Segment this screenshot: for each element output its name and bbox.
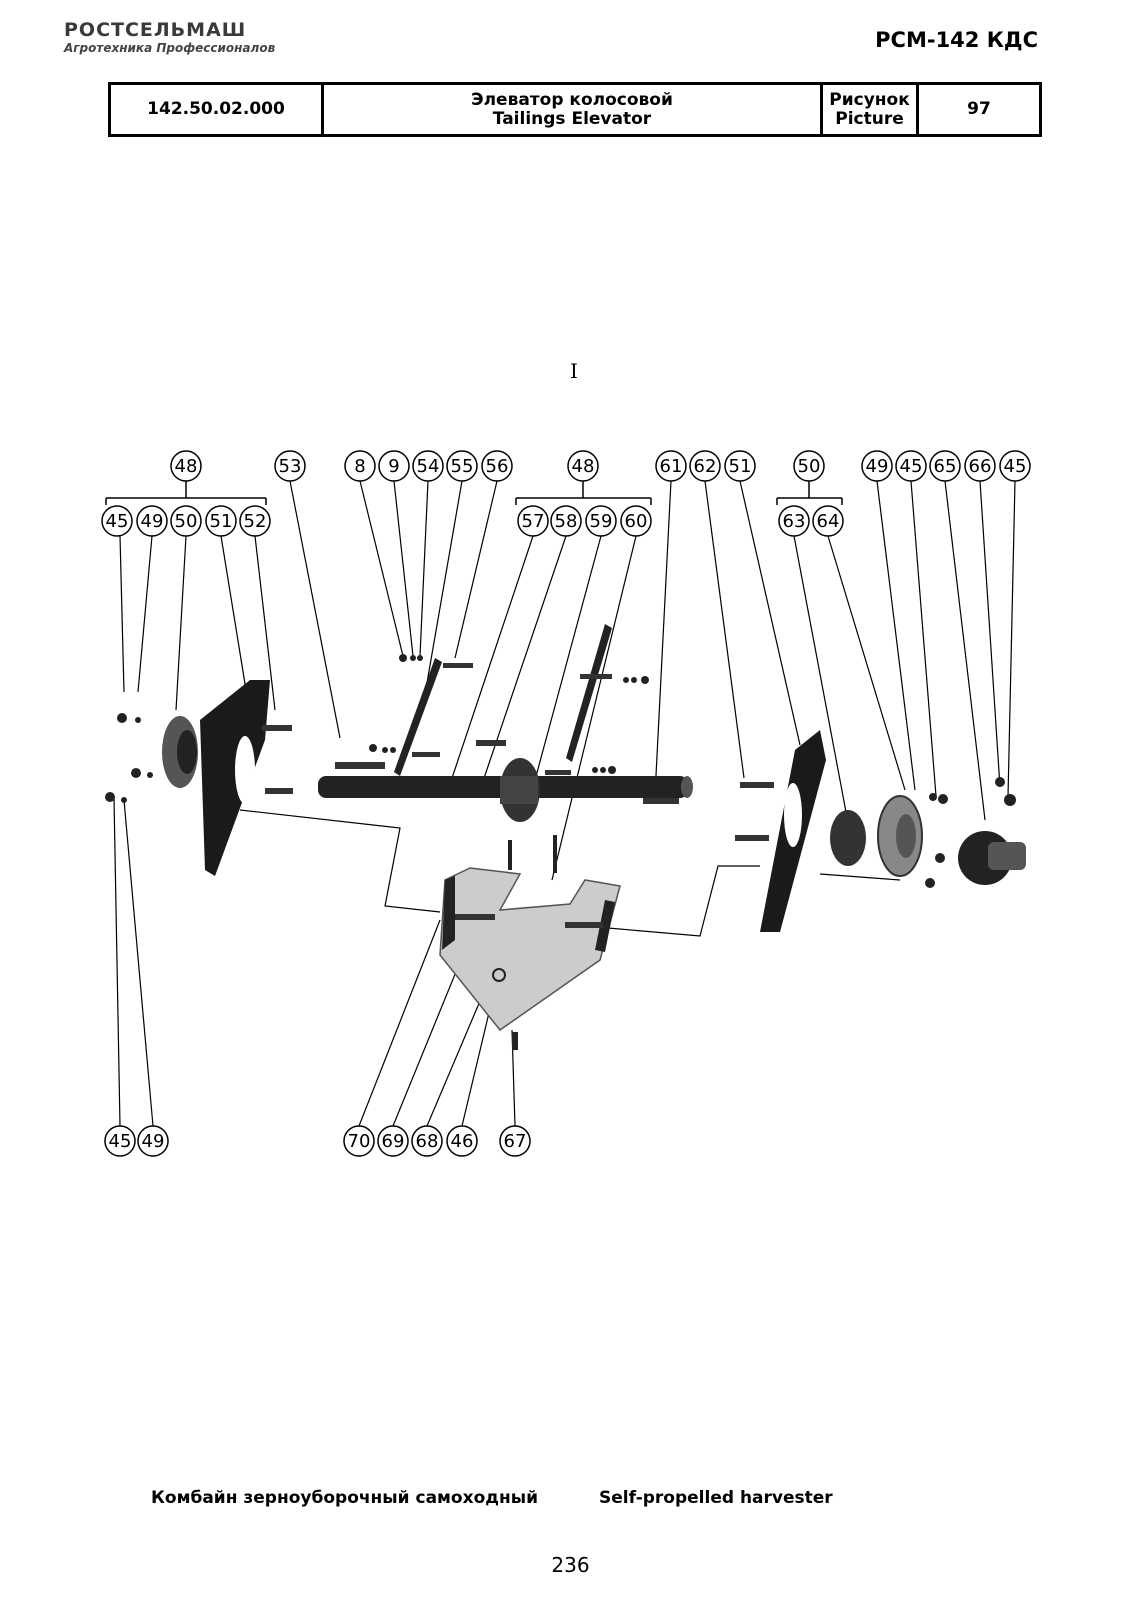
callout: 49	[136, 505, 168, 537]
callout-number: 68	[416, 1131, 439, 1152]
callout: 60	[620, 505, 652, 537]
callout: 45	[999, 450, 1031, 482]
callout: 64	[812, 505, 844, 537]
callout: 62	[689, 450, 721, 482]
callout-number: 59	[590, 511, 613, 532]
callout: 45	[101, 505, 133, 537]
callout: 58	[550, 505, 582, 537]
model-title: РСМ-142 КДС	[875, 28, 1038, 52]
title-en: Tailings Elevator	[492, 108, 652, 129]
brand-tagline: Агротехника Профессионалов	[64, 41, 276, 55]
footer-en: Self-propelled harvester	[599, 1488, 833, 1508]
callout: 51	[205, 505, 237, 537]
callout: 61	[655, 450, 687, 482]
callout: 51	[724, 450, 756, 482]
callout-number: 66	[969, 456, 992, 477]
callout: 52	[239, 505, 271, 537]
callout-number: 48	[572, 456, 595, 477]
callout: 67	[499, 1125, 531, 1157]
callout-labels: 48 48 50 53 8 9 54 55 56 61 62 51 49 45 …	[101, 450, 1031, 1157]
callout-number: 51	[210, 511, 233, 532]
callout-number: 64	[817, 511, 840, 532]
callout-number: 49	[866, 456, 889, 477]
callout: 49	[137, 1125, 169, 1157]
title-cell: Элеватор колосовой Tailings Elevator	[321, 82, 823, 137]
picture-label-cell: Рисунок Picture	[820, 82, 919, 137]
callout: 49	[861, 450, 893, 482]
picture-number: 97	[916, 82, 1042, 137]
callout: 8	[344, 450, 376, 482]
callout-number: 55	[451, 456, 474, 477]
callout: 45	[895, 450, 927, 482]
callout-number: 63	[783, 511, 806, 532]
parts-illustration	[105, 624, 1026, 1050]
callout-number: 45	[900, 456, 923, 477]
callout: 45	[104, 1125, 136, 1157]
callout: 68	[411, 1125, 443, 1157]
callout: 63	[778, 505, 810, 537]
callout: 55	[446, 450, 478, 482]
callout: 57	[517, 505, 549, 537]
callout: 69	[377, 1125, 409, 1157]
callout-group: 48	[567, 450, 599, 482]
callout-number: 62	[694, 456, 717, 477]
callout-number: 48	[175, 456, 198, 477]
callout-number: 56	[486, 456, 509, 477]
callout-number: 50	[175, 511, 198, 532]
callout-number: 50	[798, 456, 821, 477]
picture-label-ru: Рисунок	[829, 89, 910, 110]
callout-number: 67	[504, 1131, 527, 1152]
callout-number: 45	[109, 1131, 132, 1152]
callout-number: 45	[106, 511, 129, 532]
picture-label-en: Picture	[835, 108, 904, 129]
callout-number: 70	[348, 1131, 371, 1152]
brand-logo: РОСТСЕЛЬМАШ Агротехника Профессионалов	[64, 20, 275, 55]
callout: 9	[378, 450, 410, 482]
callout-number: 49	[141, 511, 164, 532]
part-number: 142.50.02.000	[108, 82, 324, 137]
callout: 66	[964, 450, 996, 482]
page-number: 236	[551, 1553, 590, 1577]
callout: 59	[585, 505, 617, 537]
leader-lines	[113, 480, 1016, 1127]
callout: 56	[481, 450, 513, 482]
callout-number: 45	[1004, 456, 1027, 477]
callout-number: 49	[142, 1131, 165, 1152]
callout-number: 69	[382, 1131, 405, 1152]
view-label: I	[570, 359, 578, 383]
callout-number: 57	[522, 511, 545, 532]
footer-ru: Комбайн зерноуборочный самоходный	[151, 1488, 539, 1508]
callout: 65	[929, 450, 961, 482]
callout-group: 48	[170, 450, 202, 482]
callout-number: 46	[451, 1131, 474, 1152]
callout: 46	[446, 1125, 478, 1157]
brand-name: РОСТСЕЛЬМАШ	[64, 19, 247, 41]
callout-number: 58	[555, 511, 578, 532]
callout-number: 60	[625, 511, 648, 532]
callout-number: 65	[934, 456, 957, 477]
title-ru: Элеватор колосовой	[471, 89, 673, 110]
callout-number: 53	[279, 456, 302, 477]
callout-number: 9	[388, 456, 399, 477]
callout: 70	[343, 1125, 375, 1157]
callout: 53	[274, 450, 306, 482]
callout-number: 51	[729, 456, 752, 477]
callout-number: 61	[660, 456, 683, 477]
callout-number: 54	[417, 456, 440, 477]
callout: 54	[412, 450, 444, 482]
callout-number: 52	[244, 511, 267, 532]
callout: 50	[170, 505, 202, 537]
group-brackets	[105, 481, 843, 505]
callout-number: 8	[354, 456, 365, 477]
header-table: 142.50.02.000 Элеватор колосовой Tailing…	[108, 82, 1042, 137]
callout-group: 50	[793, 450, 825, 482]
